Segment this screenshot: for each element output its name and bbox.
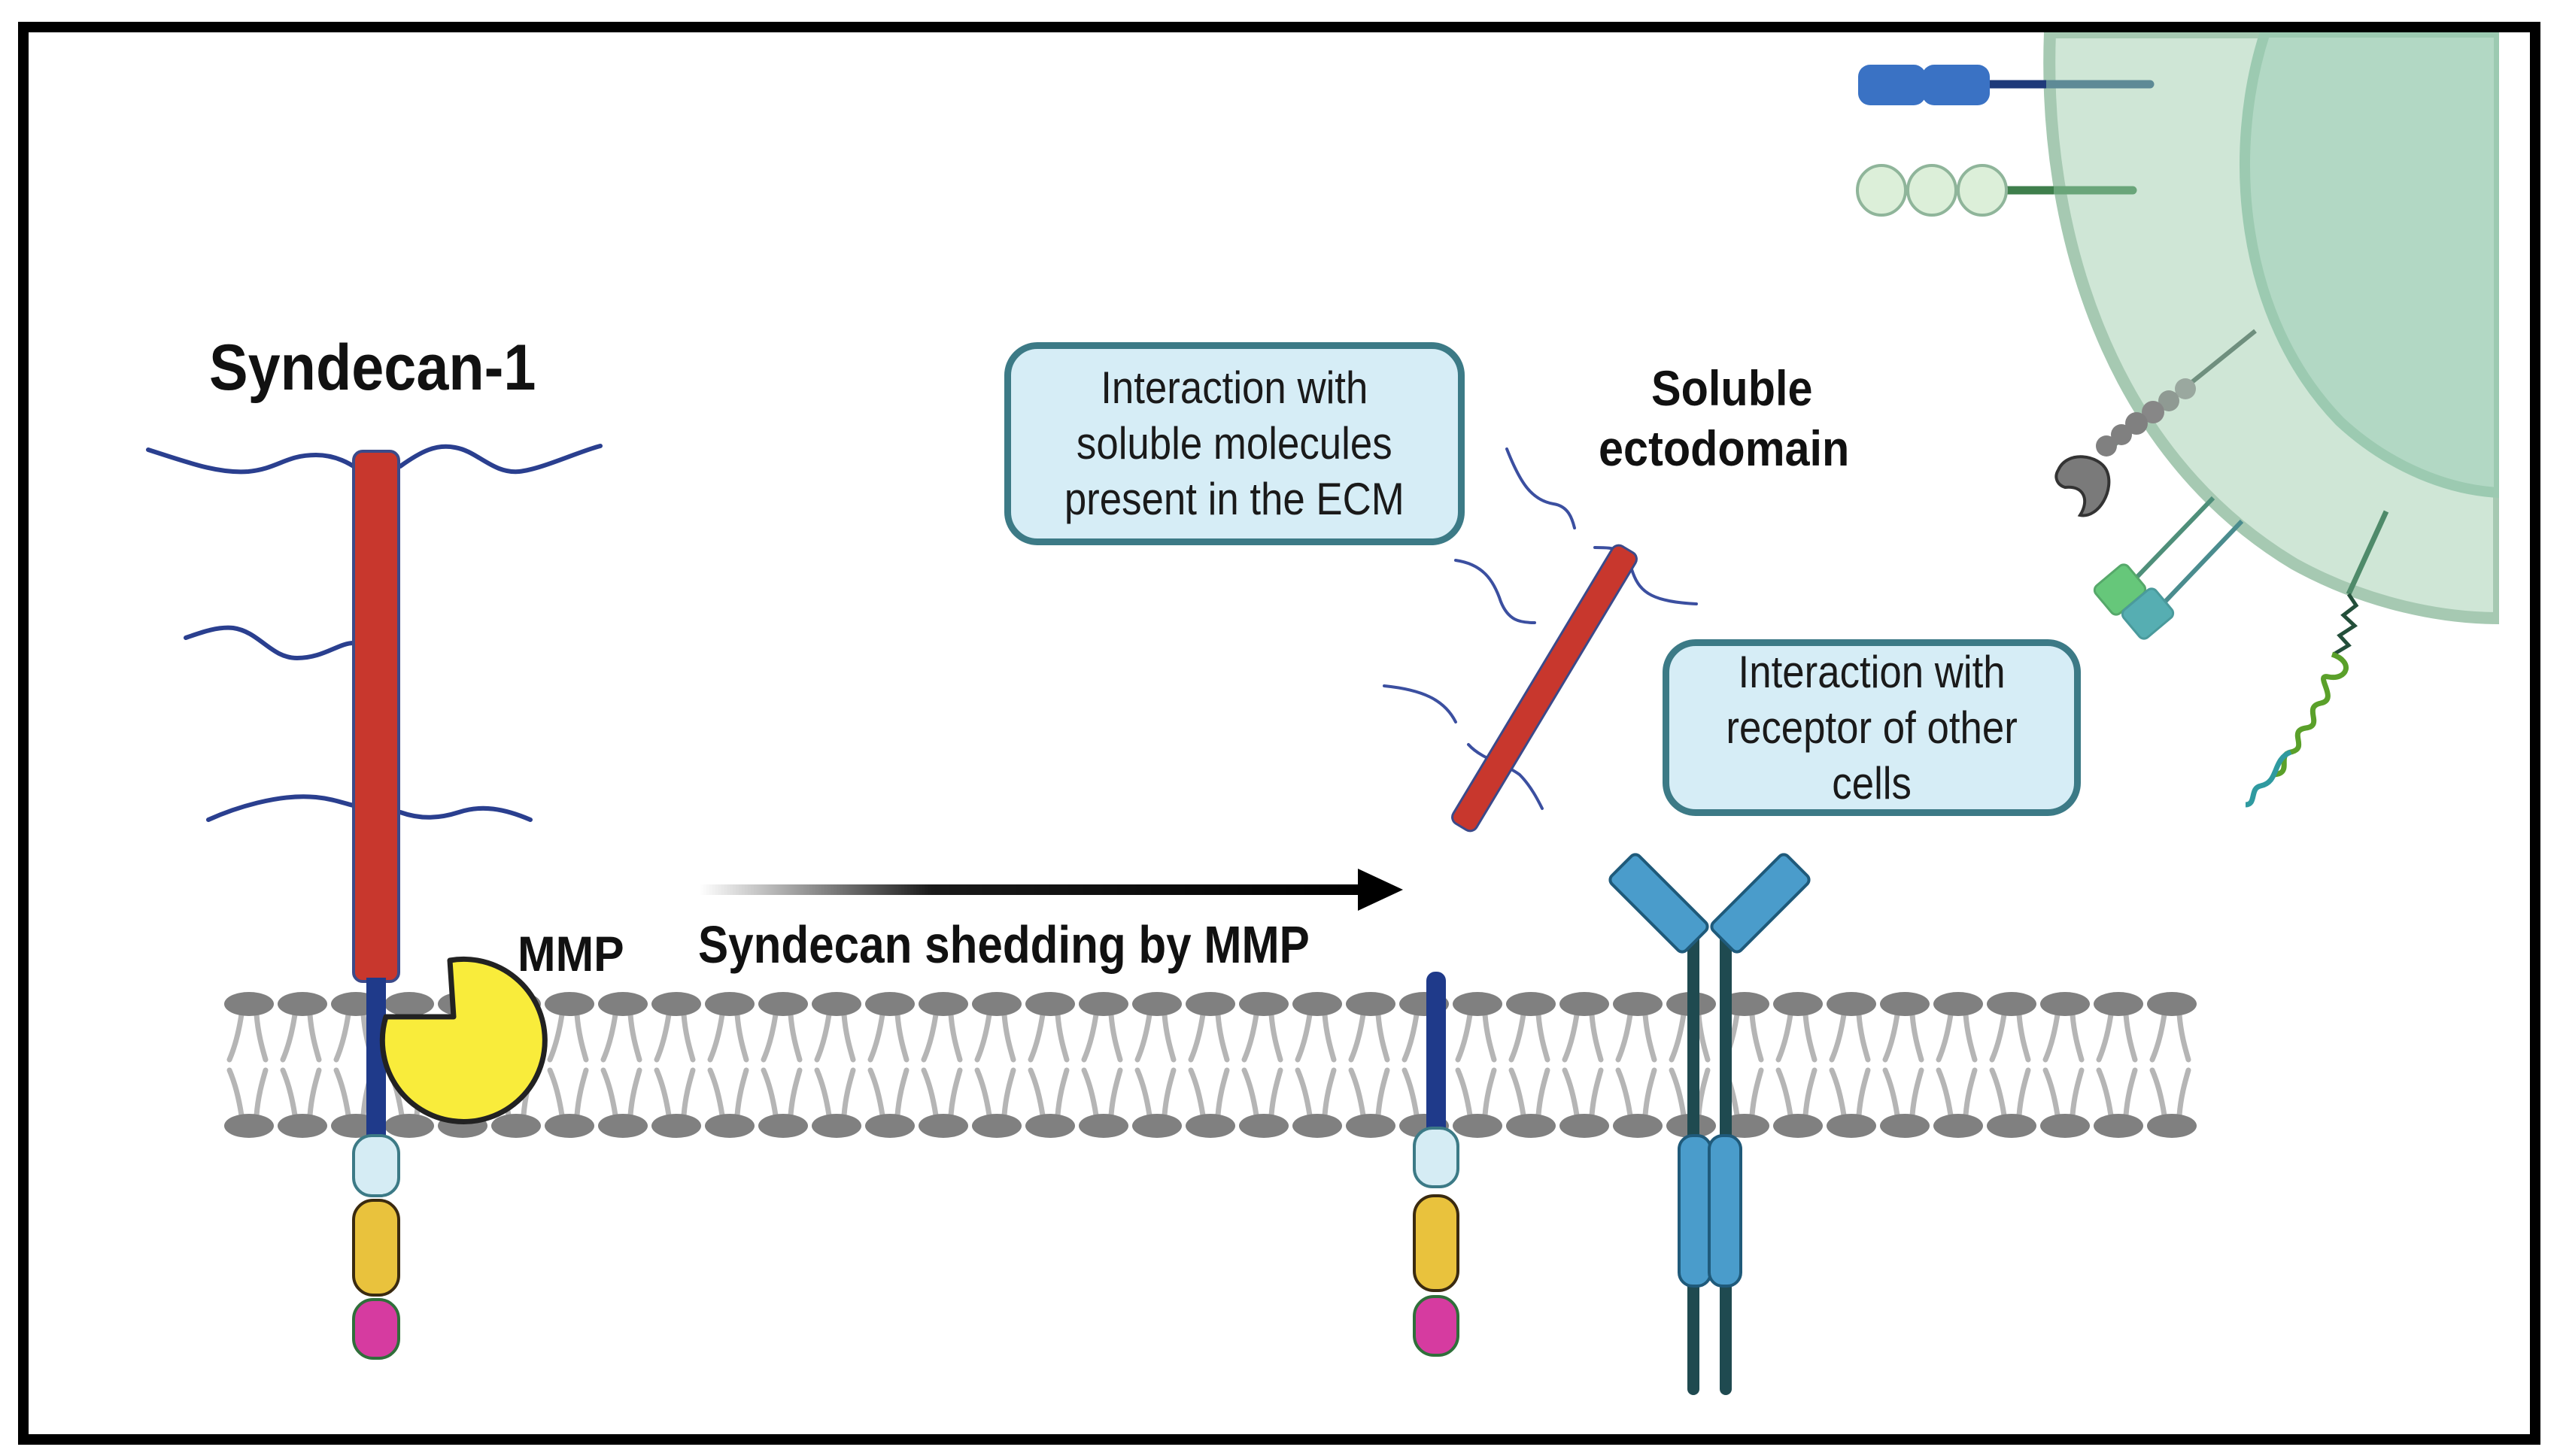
lipid — [1933, 992, 1983, 1138]
intact-syndecan — [146, 444, 603, 1360]
lipid — [1346, 992, 1395, 1138]
remnant-v-domain — [1413, 1194, 1459, 1292]
blue-ig-receptor — [1858, 65, 2155, 105]
ectodomain-label: ectodomain — [1599, 420, 1850, 476]
lipid — [1506, 992, 1556, 1138]
lipid — [278, 992, 327, 1138]
lipid — [1453, 992, 1502, 1138]
lipid — [1132, 992, 1182, 1138]
gag-chains — [146, 444, 603, 822]
remnant-transmembrane — [1426, 972, 1446, 1169]
callout-ecm-interaction: Interaction with soluble molecules prese… — [1004, 342, 1465, 545]
lipid — [224, 992, 274, 1138]
lipid — [2040, 992, 2090, 1138]
lipid — [1025, 992, 1075, 1138]
shedding-label: Syndecan shedding by MMP — [698, 915, 1310, 974]
lipid — [758, 992, 808, 1138]
callout-ecm-text: Interaction with soluble molecules prese… — [1064, 362, 1405, 524]
lipid — [1827, 992, 1876, 1138]
syndecan-remnant — [1413, 972, 1459, 1357]
lipid — [1559, 992, 1609, 1138]
other-cell — [2043, 32, 2499, 625]
soluble-label: Soluble — [1651, 360, 1813, 416]
helical-protein — [2245, 510, 2389, 808]
cyto-c2-domain — [352, 1298, 400, 1360]
lipid — [651, 992, 701, 1138]
lipid — [1239, 992, 1289, 1138]
lipid — [972, 992, 1022, 1138]
mmp-icon — [379, 956, 548, 1124]
shed-ectodomain — [1383, 447, 1698, 833]
cell-nucleus — [2240, 32, 2499, 499]
lipid — [2147, 992, 2197, 1138]
cyto-c1-domain — [352, 1134, 400, 1197]
lipid — [812, 992, 861, 1138]
callout-receptor-interaction: Interaction with receptor of other cells — [1663, 639, 2081, 816]
core-protein — [352, 450, 400, 983]
syndecan-title: Syndecan-1 — [209, 332, 536, 404]
lipid — [1773, 992, 1823, 1138]
lipid — [598, 992, 648, 1138]
lipid — [545, 992, 594, 1138]
lipid — [1186, 992, 1235, 1138]
lipid — [1079, 992, 1128, 1138]
green-paddle-receptors — [2093, 496, 2244, 640]
green-bead-receptor — [1856, 164, 2137, 217]
lipid — [1880, 992, 1930, 1138]
lipid — [1292, 992, 1342, 1138]
lipid-bilayer — [224, 992, 2197, 1138]
shedding-arrow — [700, 869, 1403, 911]
lipid — [919, 992, 968, 1138]
lipid — [2094, 992, 2143, 1138]
remnant-c1-domain — [1413, 1127, 1459, 1188]
remnant-c2-domain — [1413, 1295, 1459, 1357]
lipid — [705, 992, 755, 1138]
shed-core-protein — [1451, 544, 1638, 833]
grey-bead-receptor — [2054, 329, 2257, 517]
y-receptor — [1608, 853, 1811, 1395]
lipid — [1987, 992, 2036, 1138]
cyto-v-domain — [352, 1199, 400, 1297]
callout-receptor-text: Interaction with receptor of other cells — [1726, 646, 2018, 808]
mmp-label: MMP — [518, 926, 624, 981]
lipid — [865, 992, 915, 1138]
lipid — [1613, 992, 1663, 1138]
